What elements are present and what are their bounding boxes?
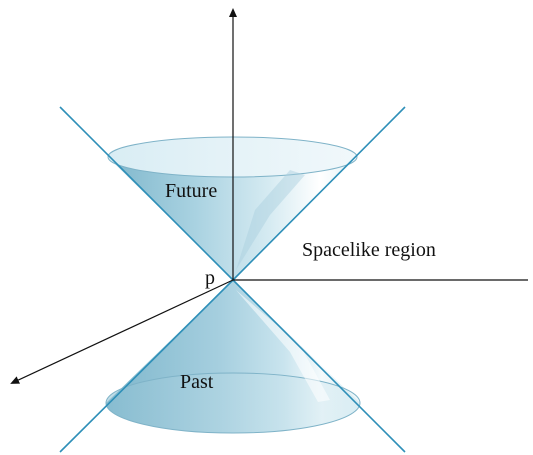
cone-line-upper-left bbox=[59, 106, 234, 281]
cone-line-lower-right bbox=[232, 279, 406, 453]
future-label: Future bbox=[165, 180, 217, 202]
light-cone-lines bbox=[59, 106, 406, 453]
space-axis-depth bbox=[10, 279, 234, 384]
cone-line-lower-left bbox=[59, 279, 234, 453]
past-cone-rim bbox=[105, 372, 361, 434]
spacelike-region-label: Spacelike region bbox=[302, 239, 436, 261]
past-label: Past bbox=[180, 371, 214, 393]
past-cone bbox=[105, 280, 361, 434]
past-cone-highlight bbox=[236, 290, 330, 402]
past-cone-base bbox=[106, 373, 360, 433]
future-cone-shadow bbox=[236, 170, 305, 270]
event-point-label: p bbox=[205, 267, 215, 289]
cone-line-upper-right bbox=[232, 106, 406, 281]
axes bbox=[10, 8, 528, 384]
